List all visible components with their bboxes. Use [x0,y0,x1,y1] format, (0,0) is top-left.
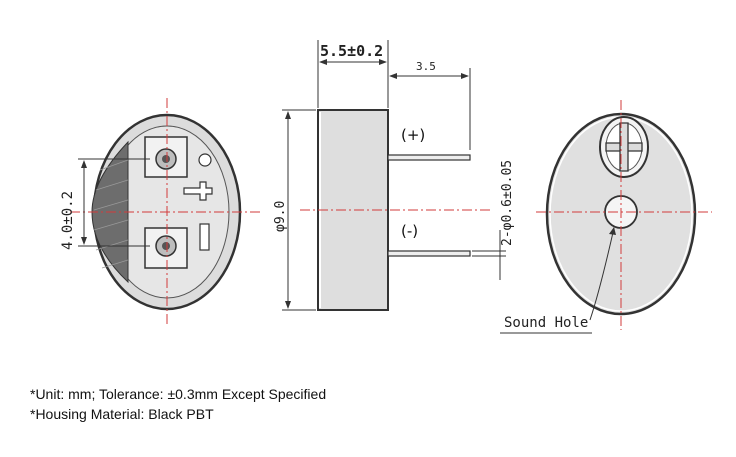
cross-vent-bar-v [619,122,629,172]
negative-polarity-label: (-) [401,222,418,240]
unit-note: *Unit: mm; Tolerance: ±0.3mm Except Spec… [30,386,327,402]
positive-lead [387,154,471,161]
negative-lead [387,250,471,257]
pin-length-arrows [389,73,469,79]
positive-polarity-label: (+) [401,126,425,144]
material-note: *Housing Material: Black PBT [30,406,214,422]
bottom-view: 4.0±0.2 [60,98,262,325]
side-view: (+) (-) 5.5±0.2 3.5 φ9.0 2-φ0.6±0.05 [273,40,515,311]
sound-hole-leader [589,227,615,321]
pin-spacing-label: 4.0±0.2 [60,191,76,250]
plus-mark [183,181,213,201]
negative-pad [144,227,188,269]
sound-hole-leader-arrow [609,227,616,235]
pin-diameter-label: 2-φ0.6±0.05 [500,160,515,246]
diameter-label: φ9.0 [273,201,288,232]
thickness-arrows [319,59,387,65]
buzzer-drawing: 4.0±0.2 (+) (-) 5.5±0.2 3.5 φ9.0 2-φ0.6±… [60,40,712,334]
pin-length-label: 3.5 [416,60,436,73]
vent-hole [198,153,212,167]
negative-pin [162,242,170,250]
thickness-label: 5.5±0.2 [320,42,383,60]
positive-pin [162,155,170,163]
minus-mark [199,223,210,251]
top-view: Sound Hole [500,100,712,334]
sound-hole-label: Sound Hole [504,315,588,331]
spec-notes: *Unit: mm; Tolerance: ±0.3mm Except Spec… [30,384,326,424]
bottom-view-hatch [93,159,129,269]
